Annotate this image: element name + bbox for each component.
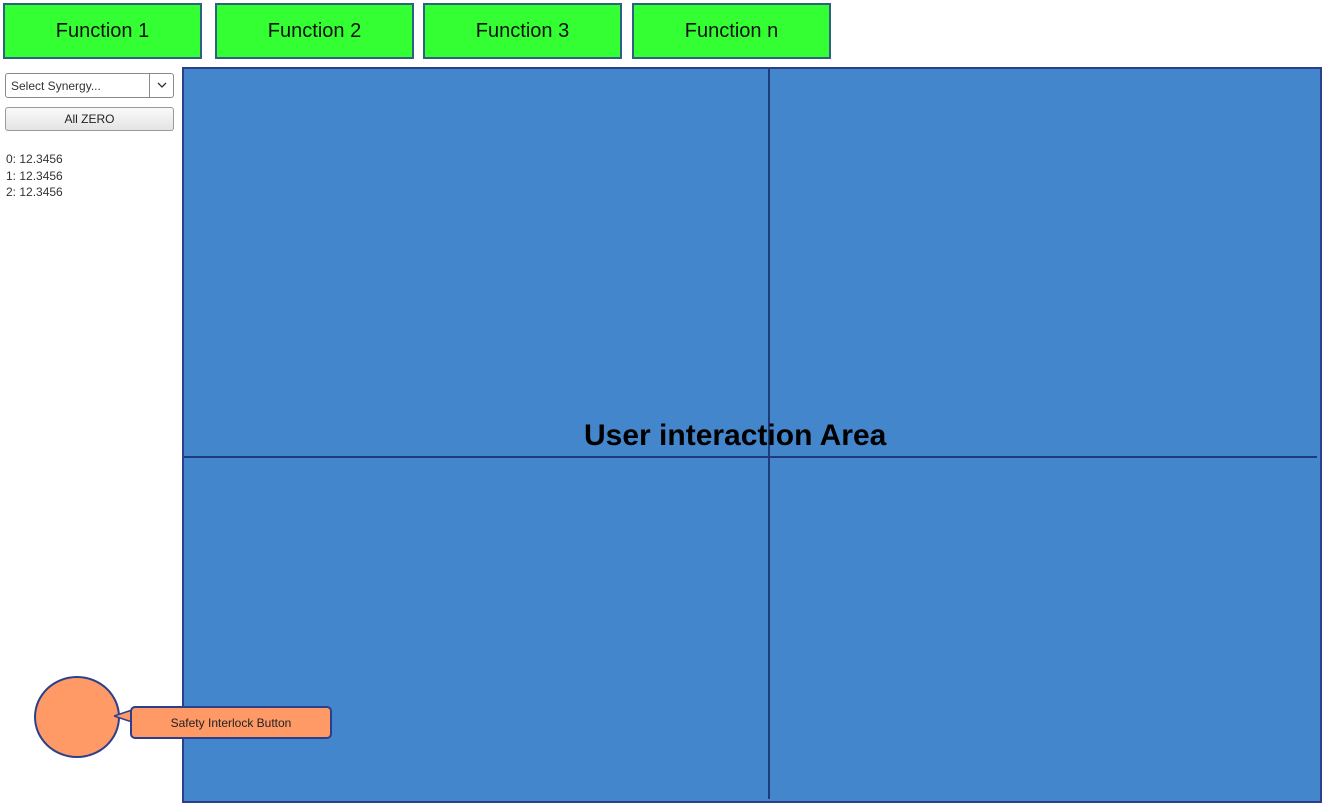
function-1-button[interactable]: Function 1	[3, 3, 202, 59]
synergy-select[interactable]: Select Synergy...	[5, 73, 174, 98]
horizontal-divider	[184, 456, 1317, 458]
function-n-button[interactable]: Function n	[632, 3, 831, 59]
chevron-down-icon[interactable]	[149, 74, 173, 97]
synergy-select-value: Select Synergy...	[11, 78, 101, 93]
function-3-button[interactable]: Function 3	[423, 3, 622, 59]
user-interaction-area[interactable]: User interaction Area	[182, 67, 1322, 803]
value-item-0: 0: 12.3456	[6, 152, 63, 166]
value-item-1: 1: 12.3456	[6, 168, 63, 183]
value-item-2: 2: 12.3456	[6, 185, 63, 199]
interaction-area-label: User interaction Area	[584, 419, 887, 452]
vertical-divider	[768, 69, 770, 799]
all-zero-button[interactable]: All ZERO	[5, 107, 174, 131]
value-list: 0: 12.3456 1: 12.3456 2: 12.3456	[6, 151, 63, 201]
safety-interlock-button[interactable]	[34, 676, 120, 758]
safety-interlock-callout: Safety Interlock Button	[130, 706, 332, 739]
function-2-button[interactable]: Function 2	[215, 3, 414, 59]
